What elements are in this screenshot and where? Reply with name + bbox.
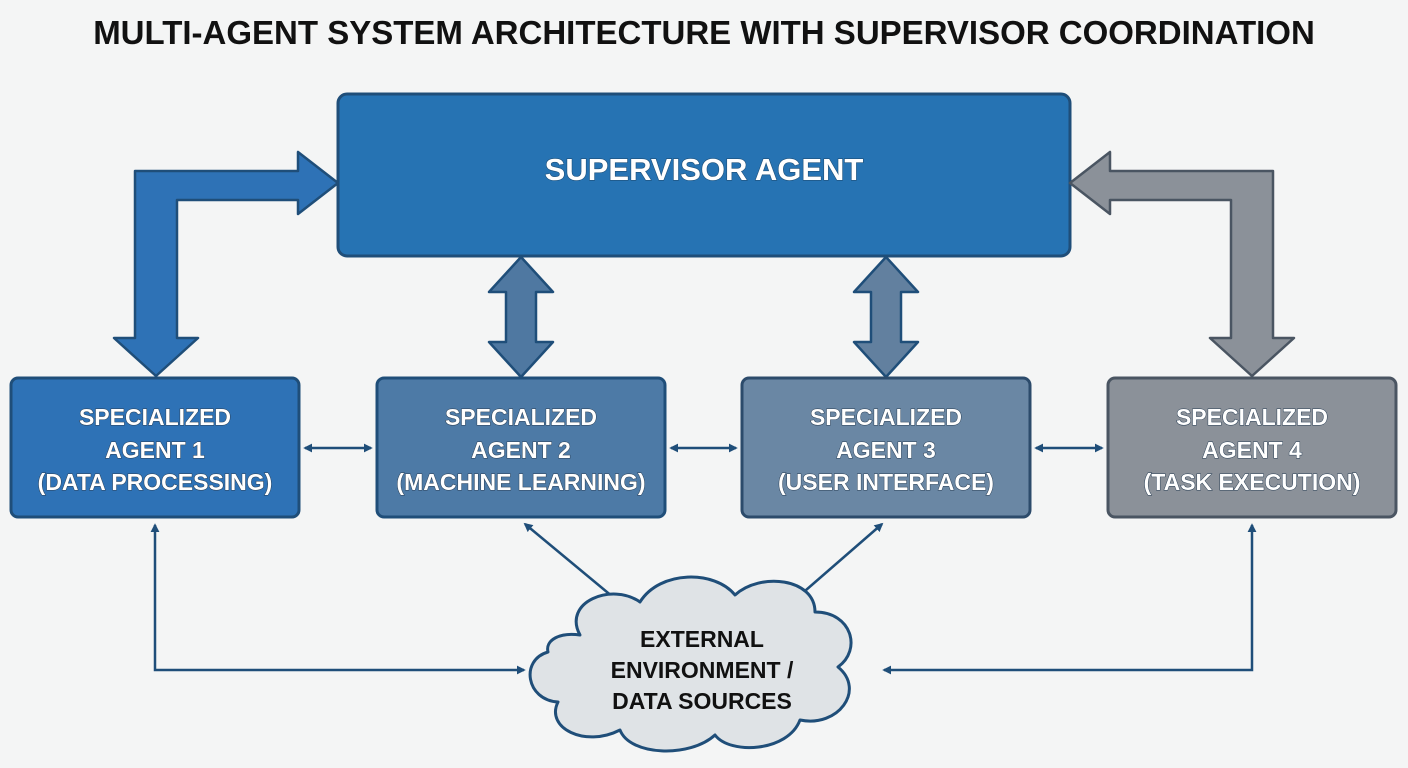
agent-1-line2: AGENT 1 bbox=[105, 437, 205, 463]
agent-3-line2: AGENT 3 bbox=[836, 437, 936, 463]
agent-1-box: SPECIALIZED AGENT 1 (DATA PROCESSING) bbox=[9, 376, 301, 519]
agent-1-line3: (DATA PROCESSING) bbox=[38, 469, 273, 495]
agent-3-line1: SPECIALIZED bbox=[810, 404, 962, 430]
environment-line3: DATA SOURCES bbox=[612, 688, 792, 714]
agent-4-box: SPECIALIZED AGENT 4 (TASK EXECUTION) bbox=[1106, 376, 1398, 519]
supervisor-agent2-arrow bbox=[487, 255, 555, 379]
agent4-environment-connector bbox=[882, 523, 1257, 675]
environment-line2: ENVIRONMENT / bbox=[611, 657, 794, 683]
supervisor-agent3-arrow bbox=[852, 255, 920, 379]
supervisor-agent1-arrow bbox=[112, 150, 340, 378]
agent-2-line3: (MACHINE LEARNING) bbox=[396, 469, 645, 495]
cloud-icon bbox=[528, 575, 853, 753]
agent-2-line2: AGENT 2 bbox=[471, 437, 571, 463]
supervisor-agent4-arrow bbox=[1068, 150, 1296, 378]
supervisor-agent-label: SUPERVISOR AGENT bbox=[545, 152, 864, 187]
agent-2-line1: SPECIALIZED bbox=[445, 404, 597, 430]
diagram-title: MULTI-AGENT SYSTEM ARCHITECTURE WITH SUP… bbox=[93, 14, 1315, 51]
environment-line1: EXTERNAL bbox=[640, 626, 764, 652]
agent-2-box: SPECIALIZED AGENT 2 (MACHINE LEARNING) bbox=[375, 376, 667, 519]
agent-4-line2: AGENT 4 bbox=[1202, 437, 1302, 463]
supervisor-agent-box bbox=[336, 92, 1072, 258]
agent-3-line3: (USER INTERFACE) bbox=[778, 469, 994, 495]
agent-1-line1: SPECIALIZED bbox=[79, 404, 231, 430]
agent-3-box: SPECIALIZED AGENT 3 (USER INTERFACE) bbox=[740, 376, 1032, 519]
agent3-environment-connector bbox=[796, 522, 884, 599]
agent-4-line1: SPECIALIZED bbox=[1176, 404, 1328, 430]
agent1-environment-connector bbox=[150, 523, 526, 675]
agent-4-line3: (TASK EXECUTION) bbox=[1144, 469, 1361, 495]
